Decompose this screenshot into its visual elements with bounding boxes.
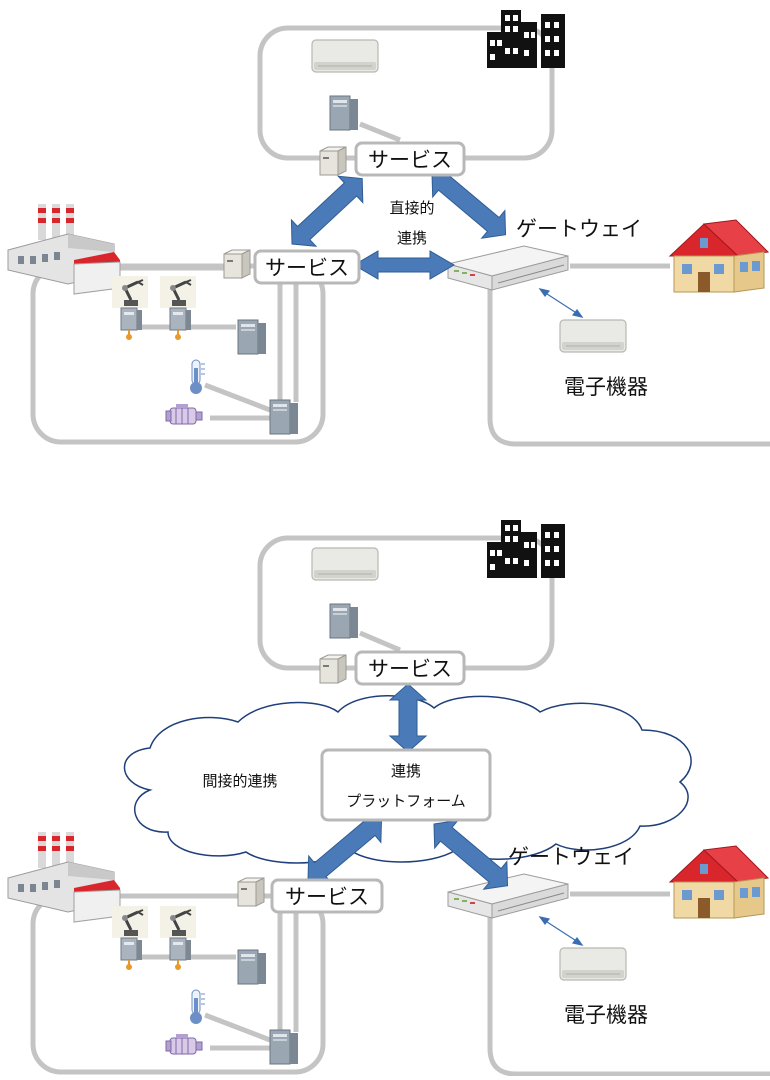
gateway-box-icon [319,146,347,176]
service-top-box[interactable] [354,650,466,686]
home-frame [487,898,770,1077]
service-top-box[interactable] [354,141,466,177]
server-icon [329,603,359,639]
service-left-box[interactable] [270,878,384,914]
server-icon [237,319,267,355]
gateway-box-icon [237,877,265,907]
platform-box[interactable] [320,748,492,822]
diagram-direct: サービス サービス 直接的 連携 ゲートウェイ 電子機器 [7,10,770,447]
diagram-indirect: サービス 連携 プラットフォーム 間接的連携 サービス ゲートウェイ 電子機器 [7,520,770,1077]
gateway-label: ゲートウェイ [508,845,634,869]
air-conditioner-icon [311,547,379,581]
air-conditioner-icon [311,39,379,73]
robot-arm-icon [110,274,150,310]
robot-arm-icon [158,274,198,310]
electronic-device-icon [559,319,627,353]
gateway-box-icon [319,654,347,684]
direct-link-label-line1: 直接的 [389,199,434,217]
house-icon [669,219,769,293]
motor-icon [165,1033,203,1055]
house-icon [669,845,769,919]
server-icon [329,95,359,131]
server-icon [237,949,267,985]
device-label: 電子機器 [564,1003,648,1027]
plc-icon [120,937,143,971]
server-icon [269,1029,299,1065]
platform-label-line1: 連携 [391,762,421,780]
router-icon [447,873,569,919]
direct-link-label-line2: 連携 [397,229,427,247]
service-left-label: サービス [285,885,369,909]
factory-icon [7,831,121,923]
plc-icon [169,307,192,341]
gateway-box-icon [223,249,251,279]
server-icon [269,399,299,435]
plc-icon [169,937,192,971]
robot-arm-icon [110,904,150,940]
indirect-link-label: 間接的連携 [202,772,277,790]
service-top-label: サービス [368,657,452,681]
router-icon [447,245,569,291]
service-left-box[interactable] [253,249,361,285]
device-label: 電子機器 [564,375,648,399]
office-building-icon [487,10,565,68]
plc-icon [120,307,143,341]
gateway-label: ゲートウェイ [516,217,642,241]
factory-icon [7,203,121,295]
electronic-device-icon [559,947,627,981]
device-link-arrow [538,288,584,318]
office-building-icon [487,520,565,578]
direct-link-arrows [290,168,507,280]
service-left-label: サービス [265,256,349,280]
device-link-arrow [538,916,584,946]
motor-icon [165,403,203,425]
thermometer-icon [189,989,206,1025]
home-frame [487,268,770,447]
thermometer-icon [189,359,206,395]
platform-label-line2: プラットフォーム [346,792,466,810]
service-top-label: サービス [368,148,452,172]
network-links [105,630,670,1051]
robot-arm-icon [158,904,198,940]
